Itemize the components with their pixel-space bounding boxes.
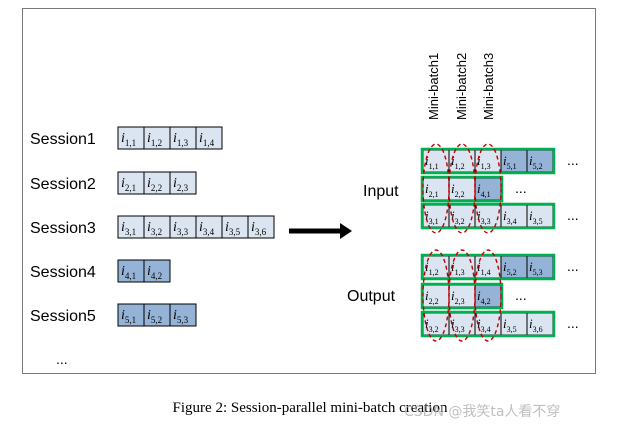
- mini-batch-ellipse: [474, 143, 502, 234]
- session-label: Session4: [30, 264, 96, 281]
- output-label: Output: [347, 288, 396, 305]
- session-item-cell: [143, 259, 171, 283]
- session-item-cell: [169, 171, 197, 195]
- mini-batch-label: Mini-batch2: [454, 53, 469, 120]
- mini-batch-label: Mini-batch3: [481, 53, 496, 120]
- input-row-ellipsis: ...: [567, 152, 579, 168]
- output-row-border: [420, 310, 556, 338]
- mini-batch-ellipse: [422, 143, 450, 234]
- input-label: Input: [363, 183, 399, 200]
- session-label: Session1: [30, 131, 96, 148]
- mini-batch-ellipse: [448, 143, 476, 234]
- session-label: Session2: [30, 176, 96, 193]
- session-label: Session5: [30, 308, 96, 325]
- sessions-more-ellipsis: ...: [56, 351, 68, 367]
- session-item-cell: [169, 303, 197, 327]
- input-row-border: [420, 175, 504, 203]
- mini-batch-label: Mini-batch1: [426, 53, 441, 120]
- session-label: Session3: [30, 220, 96, 237]
- output-row-ellipsis: ...: [515, 287, 527, 303]
- input-row-border: [420, 147, 556, 175]
- output-row-ellipsis: ...: [567, 258, 579, 274]
- output-row-border: [420, 253, 556, 281]
- figure-caption: Figure 2: Session-parallel mini-batch cr…: [172, 400, 448, 416]
- input-row-border: [420, 202, 556, 230]
- mini-batch-ellipse: [474, 249, 502, 342]
- session-item-cell: [247, 215, 275, 239]
- watermark: CSDN @我笑ta人看不穿: [404, 404, 561, 420]
- input-row-ellipsis: ...: [567, 207, 579, 223]
- transform-arrowhead: [340, 223, 352, 239]
- output-row-border: [420, 282, 504, 310]
- batches-group: Mini-batch1 Mini-batch2 Mini-batch3InputOu…: [347, 53, 579, 342]
- figure-frame: [22, 8, 596, 374]
- output-row-ellipsis: ...: [567, 315, 579, 331]
- session-item-cell: [195, 126, 223, 150]
- input-row-ellipsis: ...: [515, 180, 527, 196]
